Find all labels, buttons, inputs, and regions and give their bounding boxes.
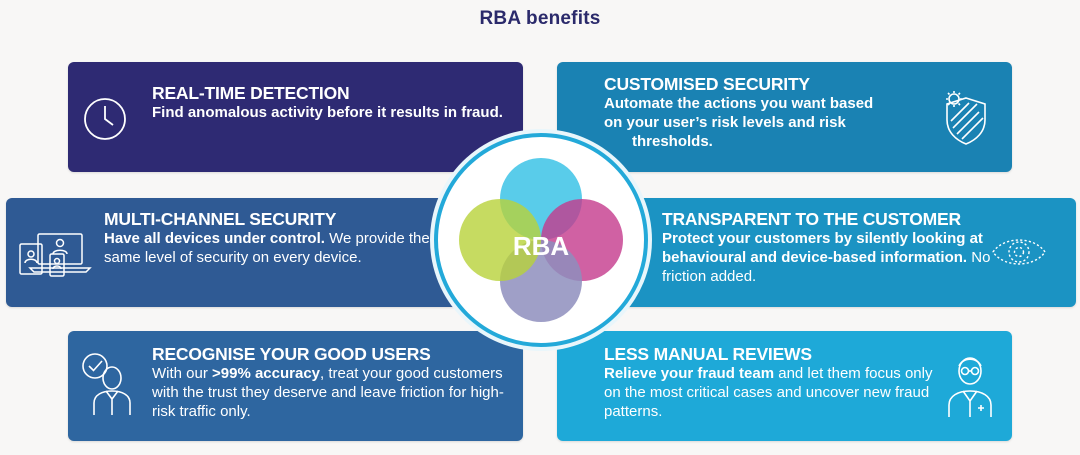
card-transparent-to-the-customer: TRANSPARENT TO THE CUSTOMER Protect your… <box>624 198 1076 307</box>
eye-icon <box>990 232 1048 272</box>
card-multi-channel-security: MULTI-CHANNEL SECURITY Have all devices … <box>6 198 468 307</box>
card-title: MULTI-CHANNEL SECURITY <box>104 209 337 229</box>
card-real-time-detection: REAL-TIME DETECTION Find anomalous activ… <box>68 62 523 172</box>
rba-label: RBA <box>512 231 570 261</box>
card-customised-security: CUSTOMISED SECURITY Automate the actions… <box>557 62 1012 172</box>
card-title: TRANSPARENT TO THE CUSTOMER <box>662 209 961 229</box>
card-title: RECOGNISE YOUR GOOD USERS <box>152 344 431 364</box>
clock-icon <box>82 96 128 142</box>
card-recognise-your-good-users: RECOGNISE YOUR GOOD USERS With our >99% … <box>68 331 523 441</box>
reviewer-icon <box>945 353 995 419</box>
shield-gear-icon <box>943 90 989 146</box>
card-body: Protect your customers by silently looki… <box>662 230 991 285</box>
card-less-manual-reviews: LESS MANUAL REVIEWS Relieve your fraud t… <box>557 331 1012 441</box>
card-body: Have all devices under control. We provi… <box>104 230 430 266</box>
card-body: Automate the actions you want based on y… <box>604 95 874 150</box>
rba-hub-circle: RBA <box>434 133 648 347</box>
venn-circle-left <box>459 199 541 281</box>
devices-icon <box>16 230 94 278</box>
card-title: LESS MANUAL REVIEWS <box>604 344 812 364</box>
card-body: With our >99% accuracy, treat your good … <box>152 365 504 420</box>
card-body: Relieve your fraud team and let them foc… <box>604 365 933 420</box>
user-check-icon <box>80 351 136 419</box>
card-title: CUSTOMISED SECURITY <box>604 74 810 94</box>
page-title: RBA benefits <box>479 8 601 29</box>
card-body: Find anomalous activity before it result… <box>152 104 503 121</box>
card-title: REAL-TIME DETECTION <box>152 83 350 103</box>
